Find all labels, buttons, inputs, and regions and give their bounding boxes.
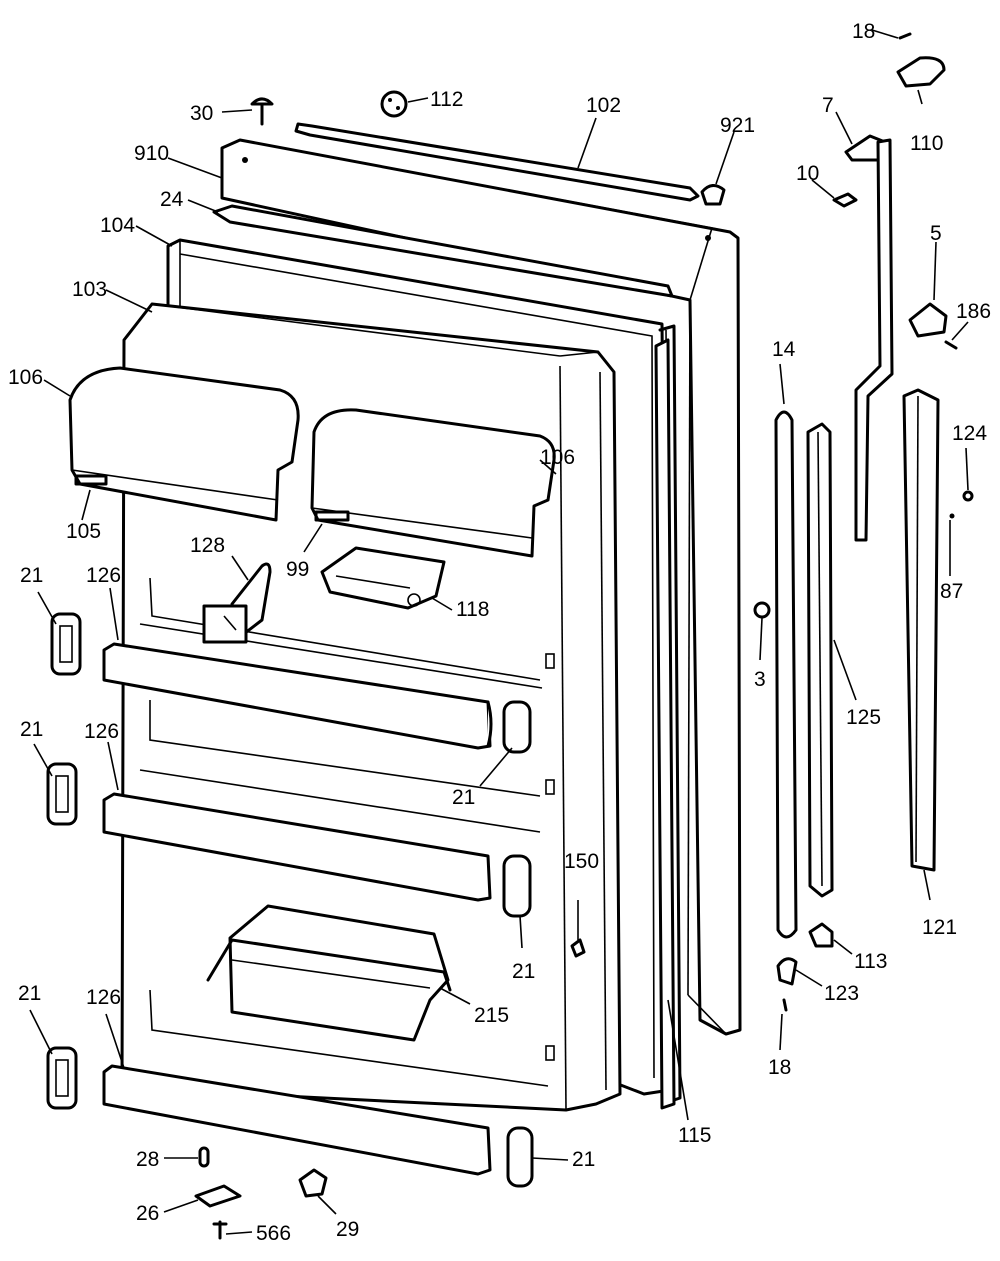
screw-566 <box>212 1220 228 1240</box>
shelf-end-clip-right-lower <box>506 1126 534 1188</box>
callout-186: 186 <box>956 300 991 323</box>
block-113 <box>808 922 834 948</box>
washer-124 <box>962 490 974 502</box>
callout-121: 121 <box>922 916 957 939</box>
dairy-compartment-right <box>310 408 556 558</box>
callout-113: 113 <box>854 950 887 973</box>
callout-87: 87 <box>940 580 963 603</box>
callout-126-lower: 126 <box>86 986 121 1009</box>
pin-150 <box>570 938 586 958</box>
foam-strip-part <box>212 204 674 298</box>
callout-7: 7 <box>822 94 834 117</box>
shelf-bar-lower <box>102 1064 492 1176</box>
hinge-clip-10 <box>832 192 858 208</box>
screw-18-bottom <box>782 998 788 1012</box>
callout-3: 3 <box>754 668 766 691</box>
fastener-28 <box>198 1146 210 1168</box>
callout-28: 28 <box>136 1148 159 1171</box>
callout-110: 110 <box>910 132 943 155</box>
callout-126-upper: 126 <box>86 564 121 587</box>
shelf-bar-middle <box>102 792 492 902</box>
callout-106-left: 106 <box>8 366 43 389</box>
clip-123 <box>776 957 798 986</box>
spacer-87 <box>949 513 955 519</box>
screw-30 <box>250 97 274 126</box>
callout-115: 115 <box>678 1124 711 1147</box>
callout-14: 14 <box>772 338 796 361</box>
hinge-cover-110 <box>896 56 946 88</box>
callout-125: 125 <box>846 706 881 729</box>
shelf-end-clip-left-upper <box>50 612 82 676</box>
shelf-end-clip-right-upper <box>502 700 532 754</box>
callout-921: 921 <box>720 114 755 137</box>
callout-118: 118 <box>456 598 489 621</box>
hinge-bracket-5 <box>908 302 948 338</box>
shelf-end-clip-left-lower <box>46 1046 78 1110</box>
callout-10: 10 <box>796 162 819 185</box>
dairy-compartment-left <box>68 366 300 522</box>
seal-tube-14 <box>774 410 798 939</box>
callout-112: 112 <box>430 88 463 111</box>
callout-103: 103 <box>72 278 107 301</box>
callout-21-left-upper: 21 <box>20 564 43 587</box>
callout-26: 26 <box>136 1202 159 1225</box>
callout-99: 99 <box>286 558 309 581</box>
callout-21-right-upper: 21 <box>452 786 475 809</box>
callout-21-right-lower: 21 <box>572 1148 595 1171</box>
callout-21-left-middle: 21 <box>20 718 43 741</box>
callout-30: 30 <box>190 102 213 125</box>
cap-921 <box>700 184 726 206</box>
callout-102: 102 <box>586 94 621 117</box>
callout-104: 104 <box>100 214 135 237</box>
small-tray-part <box>320 546 446 610</box>
callout-150: 150 <box>564 850 599 873</box>
callout-105: 105 <box>66 520 101 543</box>
callout-566: 566 <box>256 1222 291 1245</box>
gasket-strip-115 <box>654 338 676 1110</box>
hinge-arm <box>854 138 894 542</box>
callout-29: 29 <box>336 1218 359 1241</box>
callout-215: 215 <box>474 1004 509 1027</box>
callout-24: 24 <box>160 188 184 211</box>
bracket-part <box>202 562 272 644</box>
callout-126-middle: 126 <box>84 720 119 743</box>
callout-18-bottom: 18 <box>768 1056 791 1079</box>
plug-112 <box>380 90 408 118</box>
callout-labels: 18 110 7 10 5 186 124 87 121 125 14 3 11… <box>8 20 991 1245</box>
liner-shelf-rails <box>139 577 555 1087</box>
plate-26 <box>194 1184 242 1208</box>
callout-5: 5 <box>930 222 942 245</box>
hinge-plate-121 <box>902 388 940 872</box>
channel-125 <box>806 422 834 898</box>
callout-18-top: 18 <box>852 20 875 43</box>
shelf-bar-upper <box>102 642 493 750</box>
door-bin-part <box>206 904 452 1042</box>
shelf-end-clip-right-middle <box>502 854 532 918</box>
leader-lines <box>29 29 969 1235</box>
button-3 <box>753 601 771 619</box>
callout-128: 128 <box>190 534 225 557</box>
callout-106-right: 106 <box>540 446 575 469</box>
callout-123: 123 <box>824 982 859 1005</box>
callout-21-left-lower: 21 <box>18 982 41 1005</box>
nut-29 <box>298 1168 328 1198</box>
screw-186 <box>944 340 958 350</box>
callout-124: 124 <box>952 422 987 445</box>
top-trim-part <box>294 122 700 202</box>
callout-910: 910 <box>134 142 169 165</box>
callout-21-right-middle: 21 <box>512 960 535 983</box>
screw-18-top <box>898 32 912 40</box>
shelf-end-clip-left-middle <box>46 762 78 826</box>
